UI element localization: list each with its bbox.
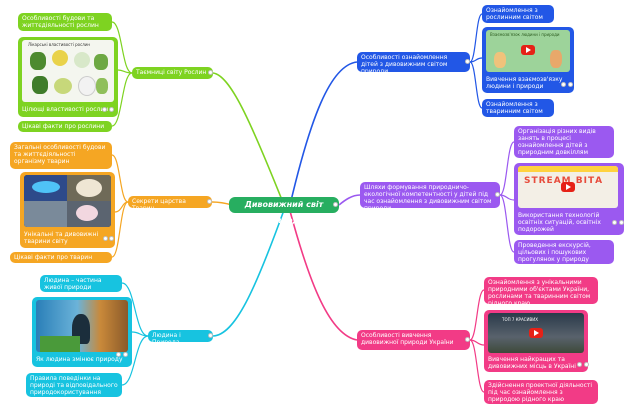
- collapse-handle[interactable]: [208, 333, 213, 338]
- play-icon[interactable]: [561, 182, 575, 192]
- ways-video-thumbnail: STREAM ВІТА: [518, 166, 618, 208]
- link-center-features: [290, 62, 357, 205]
- node-menu-handle[interactable]: [102, 107, 107, 112]
- plants-child-structure[interactable]: Особливості будови та життєдіяльності ро…: [18, 13, 112, 31]
- branch-animals[interactable]: Секрети царства Тварин: [128, 196, 212, 208]
- link-center-plants: [213, 73, 284, 205]
- branch-features-label: Особливості ознайомлення дітей з дивовиж…: [361, 54, 466, 72]
- branch-animals-label: Секрети царства Тварин: [132, 198, 208, 208]
- node-menu-handle[interactable]: [116, 352, 121, 357]
- play-icon[interactable]: [529, 328, 543, 338]
- play-icon[interactable]: [521, 45, 535, 55]
- node-menu-handle[interactable]: [561, 82, 566, 87]
- features-child-plants[interactable]: Ознайомлення з рослинним світом: [482, 5, 554, 23]
- branch-human[interactable]: Людина і Природа: [148, 330, 213, 342]
- node-menu-handle[interactable]: [619, 220, 624, 225]
- ways-child-excursions[interactable]: Проведення екскурсій, цільових і пошуков…: [514, 240, 614, 264]
- node-menu-handle[interactable]: [584, 362, 589, 367]
- collapse-handle[interactable]: [207, 199, 212, 204]
- ways-child-technologies[interactable]: STREAM ВІТА Використання технологій осві…: [514, 163, 624, 235]
- features-video-thumbnail: Взаємозв'язок людини і природи: [486, 30, 570, 72]
- link-center-ways: [339, 195, 360, 205]
- branch-plants-label: Таємниці світу Рослин: [136, 69, 209, 76]
- branch-ukraine-label: Особливості вивчення дивовижної природи …: [361, 332, 466, 346]
- branch-ways[interactable]: Шляхи формування природничо-екологічної …: [360, 182, 500, 208]
- animals-image: [24, 175, 111, 227]
- branch-plants[interactable]: Таємниці світу Рослин: [132, 67, 213, 79]
- ukraine-child-unique[interactable]: Ознайомлення з унікальними природними об…: [484, 277, 598, 304]
- node-menu-handle[interactable]: [568, 82, 573, 87]
- plants-child-healing[interactable]: Лікарські властивості рослин Цілющі влас…: [18, 37, 118, 117]
- collapse-handle[interactable]: [465, 337, 470, 342]
- node-menu-handle[interactable]: [577, 362, 582, 367]
- link-center-ukraine: [290, 211, 357, 340]
- branch-ways-label: Шляхи формування природничо-екологічної …: [364, 184, 496, 208]
- node-menu-handle[interactable]: [109, 107, 114, 112]
- plants-image-title: Лікарські властивості рослин: [28, 42, 90, 47]
- branch-features[interactable]: Особливості ознайомлення дітей з дивовиж…: [357, 52, 470, 72]
- human-child-rules[interactable]: Правила поведінки на природі та відповід…: [26, 373, 122, 397]
- collapse-handle[interactable]: [495, 192, 500, 197]
- central-topic[interactable]: Дивовижний світ Природи: [229, 197, 339, 213]
- node-menu-handle[interactable]: [103, 236, 108, 241]
- branch-human-label: Людина і Природа: [152, 332, 209, 342]
- ukraine-video-thumbnail: ТОП 7 КРАСИВИХ: [488, 313, 584, 353]
- branch-ukraine[interactable]: Особливості вивчення дивовижної природи …: [357, 330, 470, 350]
- collapse-handle[interactable]: [465, 59, 470, 64]
- ukraine-child-places[interactable]: ТОП 7 КРАСИВИХ Вивчення найкращих та див…: [484, 310, 588, 372]
- node-menu-handle[interactable]: [123, 352, 128, 357]
- animals-child-structure[interactable]: Загальні особливості будови та життєдіял…: [10, 142, 112, 169]
- collapse-handle[interactable]: [333, 202, 338, 207]
- plants-image: Лікарські властивості рослин: [22, 40, 114, 102]
- node-menu-handle[interactable]: [109, 236, 114, 241]
- features-child-animals[interactable]: Ознайомлення з тваринним світом: [482, 99, 554, 117]
- plants-child-facts[interactable]: Цікаві факти про рослини: [18, 121, 112, 132]
- collapse-handle[interactable]: [208, 70, 213, 75]
- ukraine-child-projects[interactable]: Здійснення проектної діяльності під час …: [484, 380, 598, 404]
- human-child-part[interactable]: Людина – частина живої природи: [40, 275, 122, 292]
- human-image: [36, 300, 128, 352]
- animals-child-facts[interactable]: Цікаві факти про тварин: [10, 252, 112, 263]
- ways-child-organization[interactable]: Організація різних видів занять в процес…: [514, 126, 614, 158]
- animals-child-unique[interactable]: Унікальні та дивовижні тварини світу: [20, 172, 115, 248]
- node-menu-handle[interactable]: [612, 220, 617, 225]
